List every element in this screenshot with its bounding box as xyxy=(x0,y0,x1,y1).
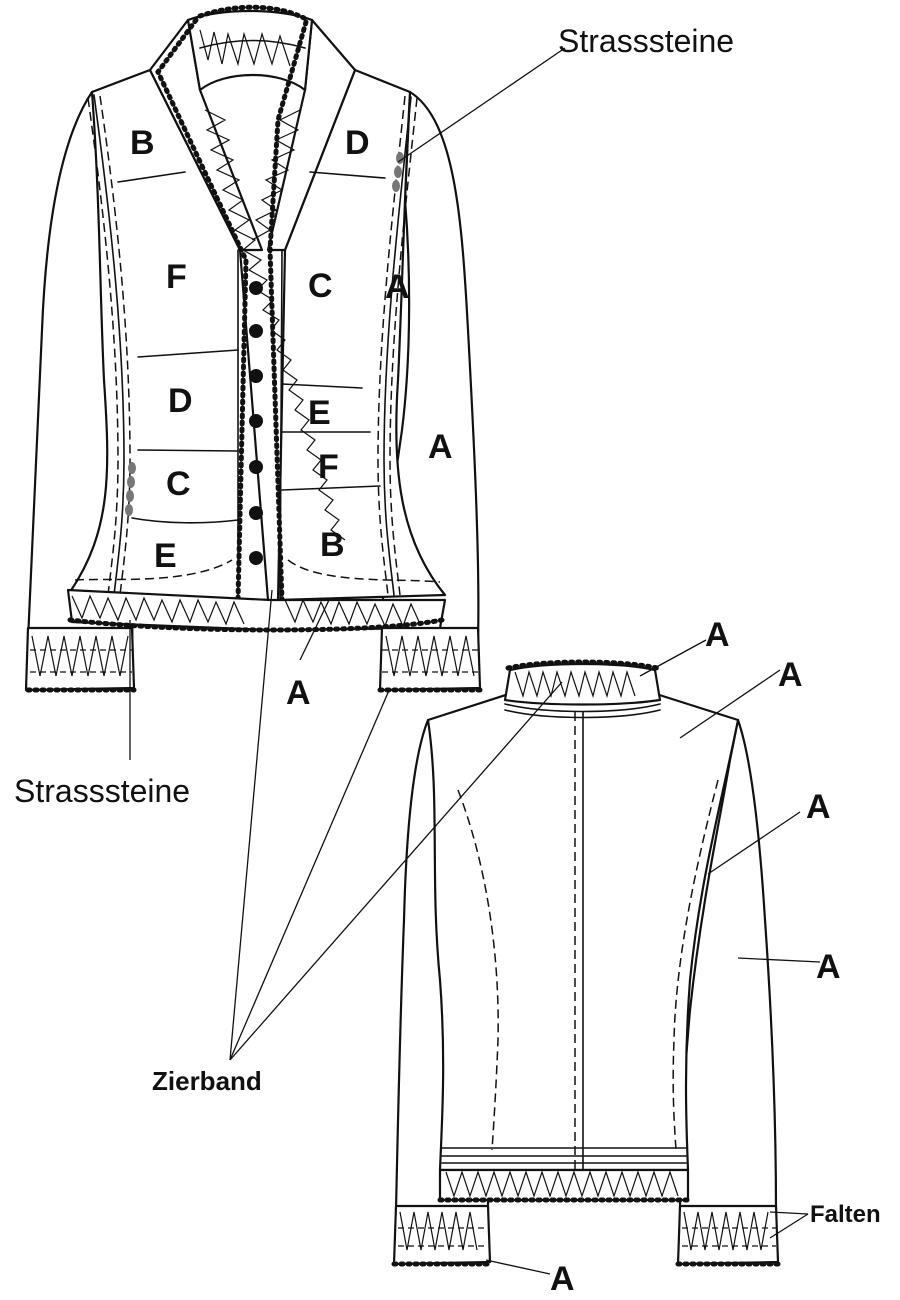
label-front-D2: D xyxy=(168,382,193,420)
label-strasssteine-bottom: Strasssteine xyxy=(14,773,190,809)
label-front-A3: A xyxy=(286,674,311,712)
front-left-seam-stitch xyxy=(87,97,119,596)
label-back-A5: A xyxy=(550,1260,575,1298)
button-3 xyxy=(249,369,263,383)
front-right-panel xyxy=(276,68,447,602)
label-back-A4: A xyxy=(816,948,841,986)
front-hem-stitch xyxy=(74,559,233,581)
back-left-cuff xyxy=(392,1204,492,1266)
button-4 xyxy=(249,414,263,428)
front-buttons xyxy=(249,281,263,565)
front-section-lines-right xyxy=(309,171,386,179)
label-front-B2: B xyxy=(320,526,345,564)
front-placket-ruffle xyxy=(204,109,346,541)
label-falten: Falten xyxy=(810,1201,881,1228)
label-back-A2: A xyxy=(778,656,803,694)
button-5 xyxy=(249,460,263,474)
label-front-B1: B xyxy=(130,124,155,162)
label-back-A1: A xyxy=(705,616,730,654)
front-bead-trim-right xyxy=(267,19,309,603)
button-1 xyxy=(249,281,263,295)
front-bead-trim-left xyxy=(155,17,249,603)
front-section-lines-left xyxy=(117,171,186,183)
rhinestones-front xyxy=(125,152,404,516)
label-zierband: Zierband xyxy=(152,1066,262,1096)
label-front-D1: D xyxy=(345,124,370,162)
neck-ruffle xyxy=(199,29,291,67)
label-front-C2: C xyxy=(166,465,191,503)
label-front-A2: A xyxy=(428,428,453,466)
label-back-A3: A xyxy=(806,788,831,826)
back-right-cuff xyxy=(676,1204,780,1266)
annotation-labels: Strasssteine Strasssteine Zierband Falte… xyxy=(14,23,881,1228)
button-6 xyxy=(249,506,263,520)
button-7 xyxy=(249,551,263,565)
label-front-E1: E xyxy=(308,394,331,432)
label-front-F2: F xyxy=(318,448,339,486)
back-right-seam-stitch xyxy=(672,779,719,1151)
jacket-front-view xyxy=(24,4,483,693)
label-strasssteine-top: Strasssteine xyxy=(558,23,734,59)
label-front-A1: A xyxy=(385,268,410,306)
label-front-E2: E xyxy=(154,537,177,575)
label-front-C1: C xyxy=(308,267,333,305)
fabric-labels: B D F C A D E A F C E B A A A A A A xyxy=(130,124,841,1298)
label-front-F1: F xyxy=(166,258,187,296)
leader-lines xyxy=(129,47,821,1275)
front-left-panel xyxy=(68,68,270,602)
button-2 xyxy=(249,324,263,338)
back-left-seam-stitch xyxy=(457,789,499,1151)
jacket-back-view xyxy=(391,659,781,1267)
